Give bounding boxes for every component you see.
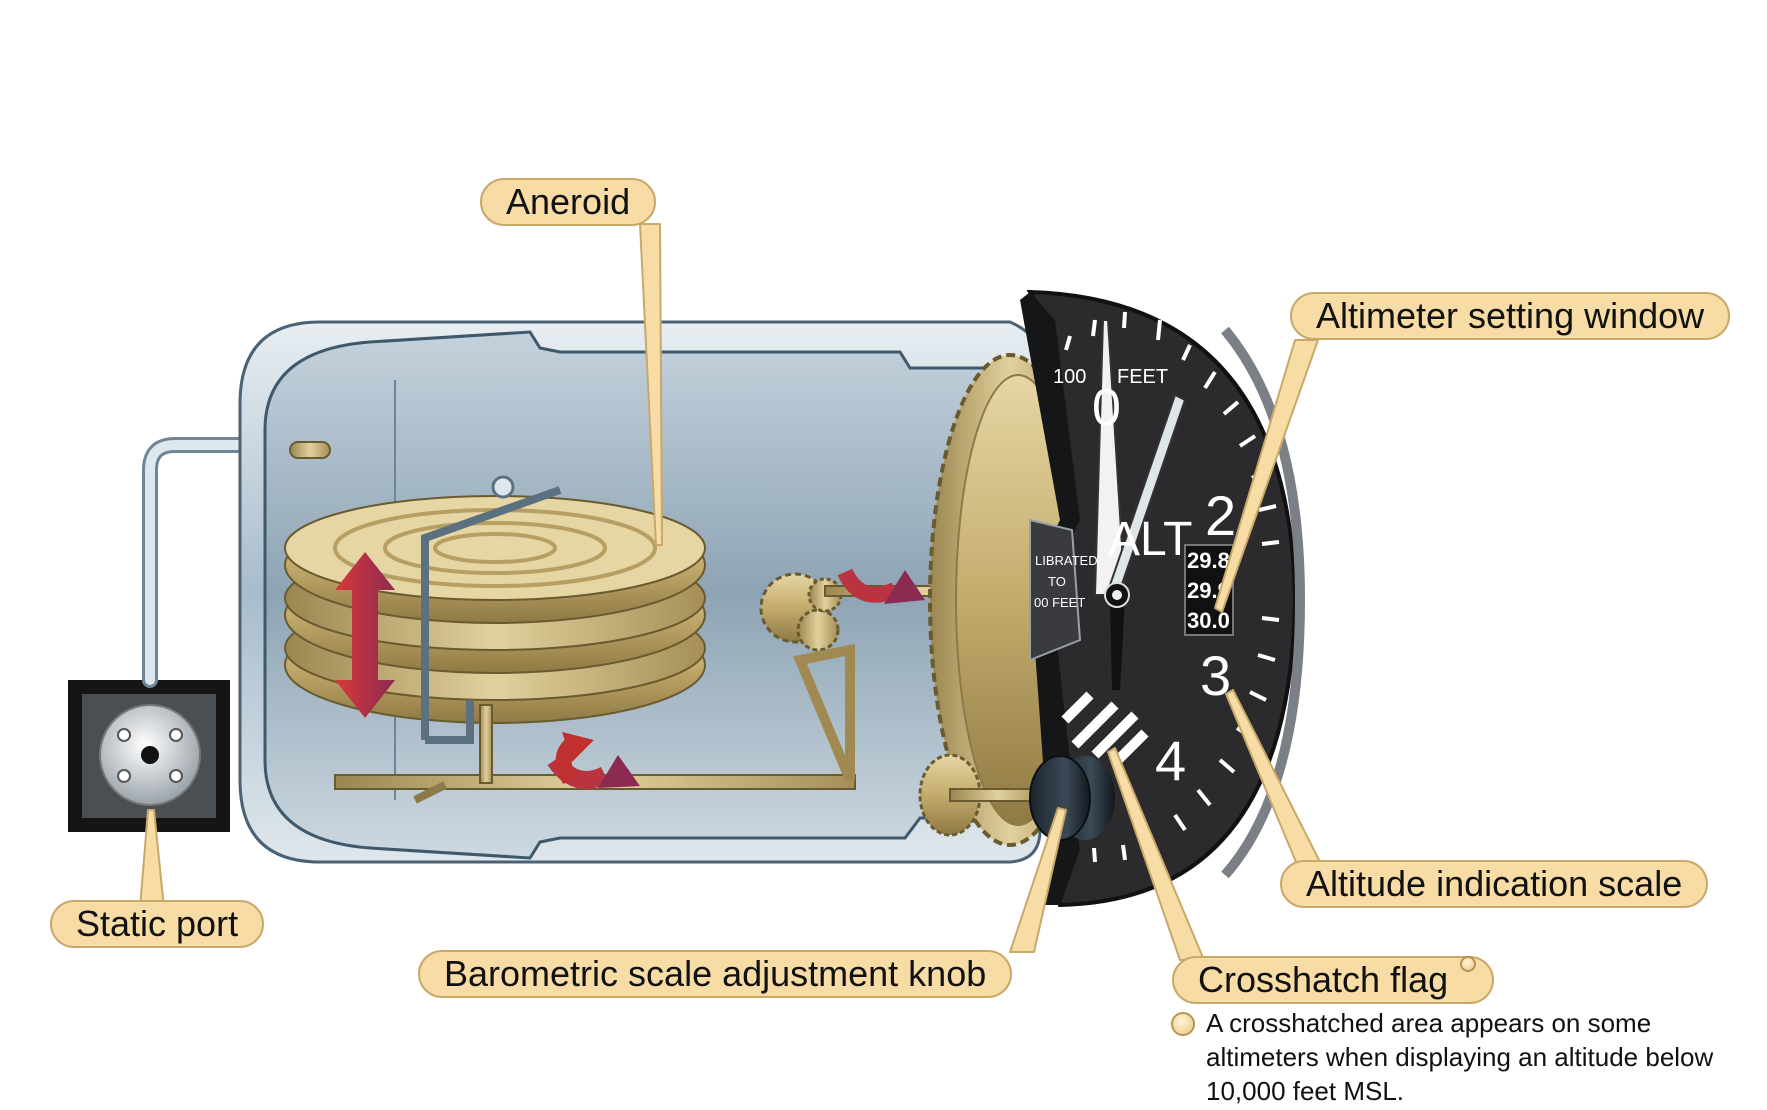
label-static-port: Static port — [50, 900, 265, 948]
kollsman-value-3: 30.0 — [1187, 608, 1230, 633]
dial-top-left-text: 100 — [1053, 366, 1086, 388]
note-bullet-icon — [1171, 1012, 1195, 1036]
pointer-aneroid — [639, 223, 663, 546]
calibration-line-2: TO — [1048, 574, 1066, 589]
rotation-arrow-upper — [837, 568, 925, 604]
kollsman-value-1: 29.8 — [1187, 548, 1230, 573]
aneroid-motion-arrow — [335, 552, 395, 718]
pointer-altimeter-setting — [1214, 339, 1319, 613]
barometric-knob-shape — [1029, 755, 1115, 841]
dial-center-text: ALT — [1108, 513, 1192, 566]
label-aneroid: Aneroid — [480, 178, 657, 226]
altimeter-hands — [1093, 319, 1187, 690]
dial-numeral-4: 4 — [1155, 729, 1186, 792]
pointer-knob — [1009, 807, 1067, 953]
crosshatch-flag-stripes — [1061, 691, 1149, 764]
static-port — [68, 680, 230, 832]
crosshatch-note-marker — [1460, 956, 1476, 972]
label-crosshatch-flag: Crosshatch flag — [1172, 956, 1495, 1004]
rotation-arrow-lower — [547, 732, 640, 789]
callout-pointers — [139, 223, 1321, 961]
label-barometric-knob: Barometric scale adjustment knob — [418, 950, 1013, 998]
calibration-line-1: LIBRATED — [1035, 553, 1098, 568]
label-altimeter-setting-window: Altimeter setting window — [1290, 292, 1731, 340]
dial-numeral-2: 2 — [1205, 484, 1236, 547]
dial-top-right-text: FEET — [1117, 366, 1168, 388]
gear-train — [759, 572, 1026, 782]
dial-numeral-0: 0 — [1092, 379, 1121, 437]
crosshatch-footnote: A crosshatched area appears on some alti… — [1206, 1008, 1714, 1106]
knob-gear — [918, 753, 1046, 837]
calibration-line-3: 00 FEET — [1034, 595, 1085, 610]
linkage-frame — [421, 475, 562, 744]
altimeter-face — [1020, 289, 1306, 908]
label-altitude-indication-scale: Altitude indication scale — [1280, 860, 1709, 908]
